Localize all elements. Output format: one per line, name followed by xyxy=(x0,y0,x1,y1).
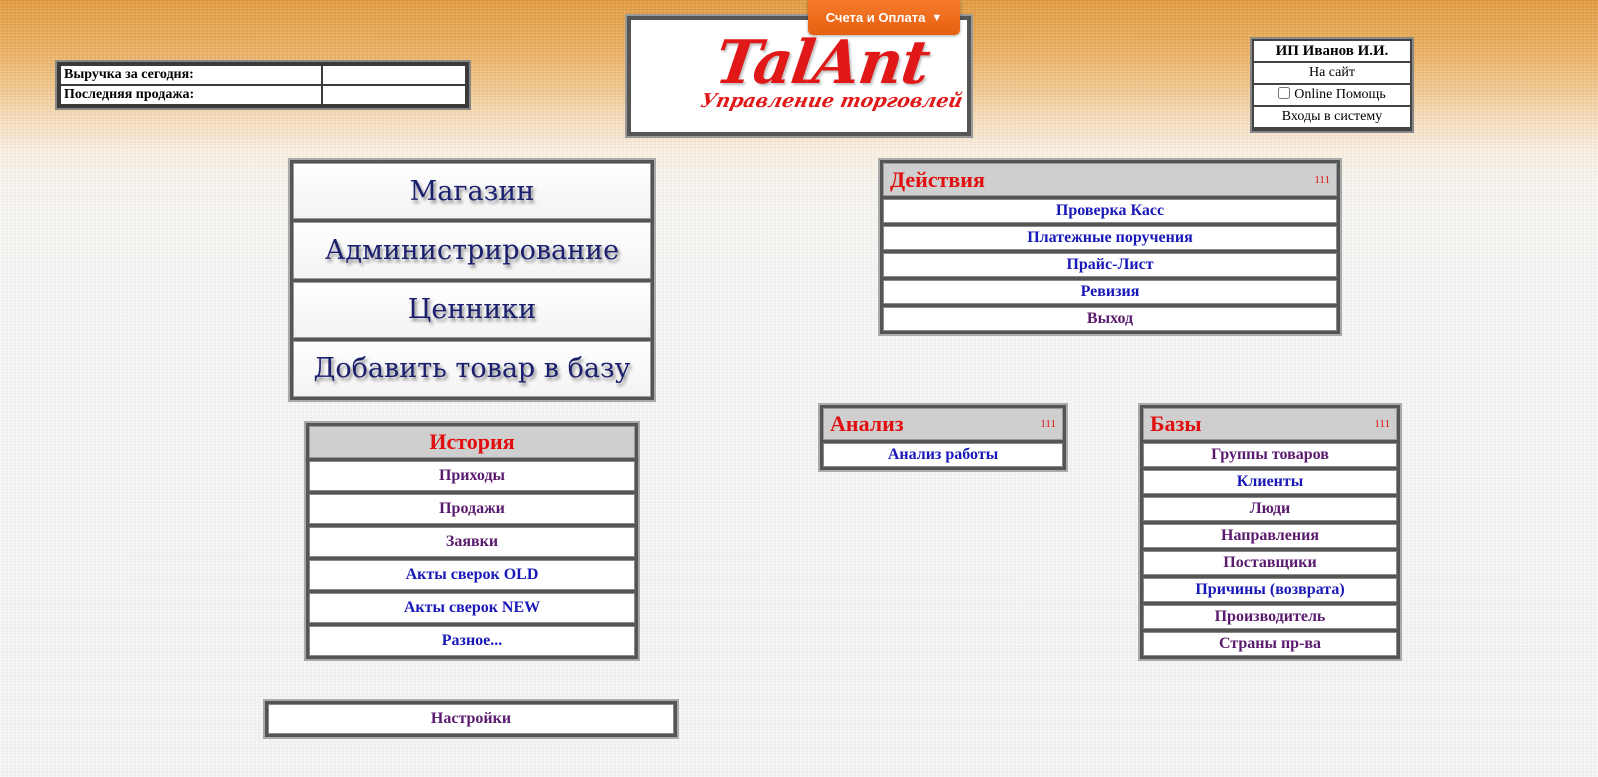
chevron-down-icon: ▼ xyxy=(931,11,943,24)
bases-return-reasons[interactable]: Причины (возврата) xyxy=(1143,578,1397,602)
online-help-label: Online Помощь xyxy=(1294,87,1386,102)
to-site-link[interactable]: На сайт xyxy=(1254,63,1410,83)
revenue-today-label: Выручка за сегодня: xyxy=(61,66,321,84)
online-help-checkbox[interactable] xyxy=(1278,87,1291,99)
bases-product-groups[interactable]: Группы товаров xyxy=(1143,443,1397,467)
bases-countries[interactable]: Страны пр-ва xyxy=(1143,632,1397,656)
main-menu: Магазин Администрирование Ценники Добави… xyxy=(288,158,656,402)
bases-clients[interactable]: Клиенты xyxy=(1143,470,1397,494)
bases-counter: 111 xyxy=(1374,418,1390,430)
analysis-panel: Анализ 111 Анализ работы xyxy=(818,403,1068,472)
history-receipts[interactable]: Приходы xyxy=(309,461,635,491)
history-reconciliation-old[interactable]: Акты сверок OLD xyxy=(309,560,635,590)
menu-item-shop[interactable]: Магазин xyxy=(293,163,651,220)
settings-button[interactable]: Настройки xyxy=(268,704,674,734)
billing-payment-label: Счета и Оплата xyxy=(825,10,926,25)
menu-item-add-product[interactable]: Добавить товар в базу xyxy=(293,340,651,397)
history-sales[interactable]: Продажи xyxy=(309,494,635,524)
logins-link[interactable]: Входы в систему xyxy=(1254,107,1410,127)
bases-people[interactable]: Люди xyxy=(1143,497,1397,521)
sales-stats-box: Выручка за сегодня: Последняя продажа: xyxy=(55,60,471,110)
history-header: История xyxy=(309,426,635,458)
action-exit[interactable]: Выход xyxy=(883,307,1337,331)
bases-title: Базы xyxy=(1150,411,1202,436)
logo-tagline: Управление торговлей xyxy=(698,90,965,112)
action-revision[interactable]: Ревизия xyxy=(883,280,1337,304)
actions-title: Действия xyxy=(890,166,985,192)
to-site-label: На сайт xyxy=(1308,65,1356,80)
talant-logo: TalAnt Управление торговлей xyxy=(625,14,973,138)
bases-directions[interactable]: Направления xyxy=(1143,524,1397,548)
bases-manufacturer[interactable]: Производитель xyxy=(1143,605,1397,629)
logo-brand: TalAnt xyxy=(711,28,934,98)
last-sale-label: Последняя продажа: xyxy=(61,86,321,104)
bases-panel: Базы 111 Группы товаров Клиенты Люди Нап… xyxy=(1138,403,1402,661)
actions-panel: Действия 111 Проверка Касс Платежные пор… xyxy=(878,158,1342,336)
action-cash-check[interactable]: Проверка Касс xyxy=(883,199,1337,223)
action-payment-orders[interactable]: Платежные поручения xyxy=(883,226,1337,250)
actions-counter: 111 xyxy=(1314,173,1330,186)
analysis-work[interactable]: Анализ работы xyxy=(823,443,1063,467)
user-box: ИП Иванов И.И. На сайт Online Помощь Вхо… xyxy=(1250,37,1414,133)
revenue-today-value xyxy=(323,66,465,84)
last-sale-value xyxy=(323,86,465,104)
menu-item-administration[interactable]: Администрирование xyxy=(293,222,651,279)
history-misc[interactable]: Разное... xyxy=(309,626,635,656)
actions-header: Действия 111 xyxy=(883,163,1337,196)
logins-label: Входы в систему xyxy=(1281,109,1383,124)
analysis-header: Анализ 111 xyxy=(823,408,1063,440)
history-title: История xyxy=(429,429,515,454)
history-reconciliation-new[interactable]: Акты сверок NEW xyxy=(309,593,635,623)
billing-payment-button[interactable]: Счета и Оплата ▼ xyxy=(808,0,960,35)
action-price-list[interactable]: Прайс-Лист xyxy=(883,253,1337,277)
bases-header: Базы 111 xyxy=(1143,408,1397,440)
user-name: ИП Иванов И.И. xyxy=(1254,41,1410,61)
settings-panel: Настройки xyxy=(263,699,679,739)
bases-suppliers[interactable]: Поставщики xyxy=(1143,551,1397,575)
analysis-title: Анализ xyxy=(830,411,904,436)
history-requests[interactable]: Заявки xyxy=(309,527,635,557)
online-help-row: Online Помощь xyxy=(1254,85,1410,105)
history-panel: История Приходы Продажи Заявки Акты свер… xyxy=(304,421,640,661)
menu-item-price-tags[interactable]: Ценники xyxy=(293,281,651,338)
analysis-counter: 111 xyxy=(1040,418,1056,430)
